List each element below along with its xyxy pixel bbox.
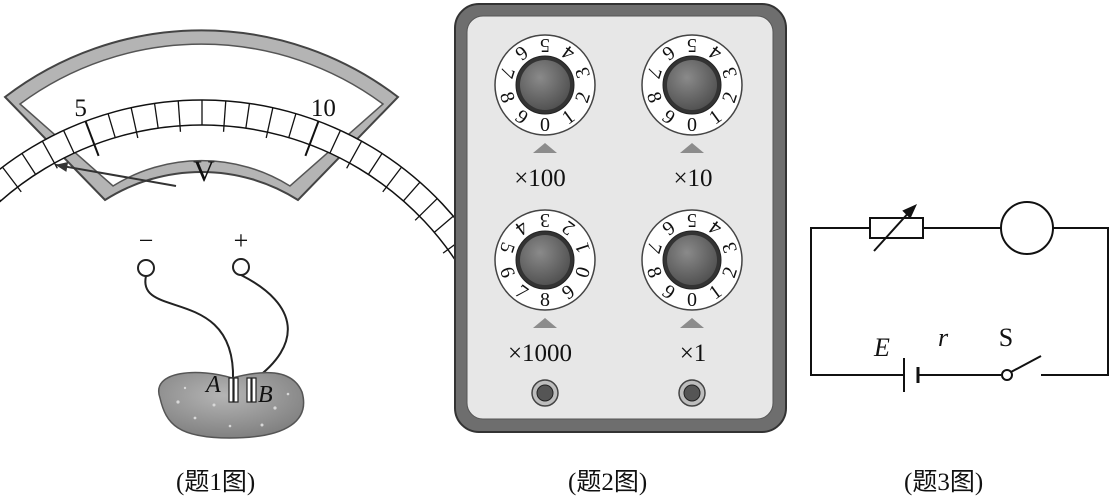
potato <box>157 371 305 439</box>
dial-pointer <box>680 143 704 153</box>
scale-tick <box>84 120 100 157</box>
dial-pointer <box>533 318 557 328</box>
scale-label-5: 5 <box>74 95 87 122</box>
scale-tick <box>222 100 227 132</box>
dial-digit: 5 <box>540 34 550 56</box>
rheostat <box>869 217 924 239</box>
voltmeter-needle-head <box>55 161 69 172</box>
dial-knob[interactable] <box>667 235 717 285</box>
circuit-wire-top-right <box>1041 227 1109 376</box>
voltmeter-scale-band <box>0 99 495 288</box>
internal-resistance-label: r <box>938 323 949 352</box>
dial-knob[interactable] <box>520 60 570 110</box>
dial-digit: 3 <box>540 209 550 231</box>
circuit <box>810 201 1109 392</box>
dial-multiplier-label-100: ×100 <box>514 165 566 192</box>
wire-minus <box>144 275 235 381</box>
dial-digit: 8 <box>540 289 550 311</box>
dial-digit: 0 <box>687 114 697 136</box>
switch-pivot <box>1001 369 1013 381</box>
scale-tick <box>245 103 251 129</box>
dial-digit: 0 <box>540 114 550 136</box>
figure3-caption: (题3图) <box>904 469 984 496</box>
scale-tick <box>41 140 58 169</box>
voltmeter: 051015 V <box>0 29 518 294</box>
scale-tick <box>107 113 116 138</box>
figure1-caption: (题1图) <box>176 469 256 496</box>
scale-tick <box>153 103 159 129</box>
scale-tick <box>304 120 320 157</box>
minus-terminal <box>137 259 155 277</box>
wire-plus <box>240 274 289 381</box>
electrode-b-2 <box>251 377 257 403</box>
binding-post-left <box>531 379 559 407</box>
scale-tick <box>402 181 421 202</box>
dial-digit: 5 <box>687 209 697 231</box>
scale-tick <box>433 215 454 233</box>
dial-digit: 0 <box>687 289 697 311</box>
scale-tick <box>329 130 342 154</box>
voltmeter-scale: 051015 <box>0 95 518 294</box>
dial-multiplier-label-1: ×1 <box>680 340 707 367</box>
electrode-a-2 <box>233 377 239 403</box>
voltmeter-needle <box>55 163 177 187</box>
figure2-caption: (题2图) <box>568 469 648 496</box>
meter-symbol <box>1000 201 1054 255</box>
diagram-canvas: 051015 V − + A B 01234567890123456789012… <box>0 3 1109 439</box>
dial-multiplier-label-10: ×10 <box>673 165 712 192</box>
scale-tick <box>265 107 274 139</box>
dial-digit: 5 <box>687 34 697 56</box>
voltmeter-unit-label: V <box>193 155 215 188</box>
potato-battery: A B <box>144 274 305 439</box>
scale-tick <box>21 153 37 175</box>
scale-tick <box>177 100 182 132</box>
switch-label: S <box>999 323 1013 352</box>
dial-multiplier-label-1000: ×1000 <box>508 340 572 367</box>
electrode-b <box>246 377 252 403</box>
minus-terminal-label: − <box>139 226 154 255</box>
plus-terminal-label: + <box>234 226 249 255</box>
dial-knob[interactable] <box>520 235 570 285</box>
switch-blade <box>1010 355 1042 373</box>
dial-pointer <box>680 318 704 328</box>
binding-post-right <box>678 379 706 407</box>
dial-pointer <box>533 143 557 153</box>
scale-label-10: 10 <box>311 95 336 122</box>
electrode-b-label: B <box>258 382 273 408</box>
rheostat-arrow <box>873 208 913 252</box>
scale-tick <box>1 166 22 193</box>
scale-tick <box>414 198 438 221</box>
rheostat-arrow-head <box>902 203 918 219</box>
emf-label: E <box>873 333 890 362</box>
voltmeter-terminals: − + <box>137 226 250 277</box>
plus-terminal <box>232 258 250 276</box>
scale-tick <box>288 113 297 138</box>
scale-tick <box>382 166 403 193</box>
dial-knob[interactable] <box>667 60 717 110</box>
electrode-a <box>228 377 234 403</box>
circuit-wire-top-left <box>810 227 904 376</box>
scale-tick <box>130 107 139 139</box>
electrode-a-label: A <box>204 372 221 398</box>
scale-tick <box>346 140 363 169</box>
scale-tick <box>62 130 75 154</box>
scale-tick <box>367 153 383 175</box>
